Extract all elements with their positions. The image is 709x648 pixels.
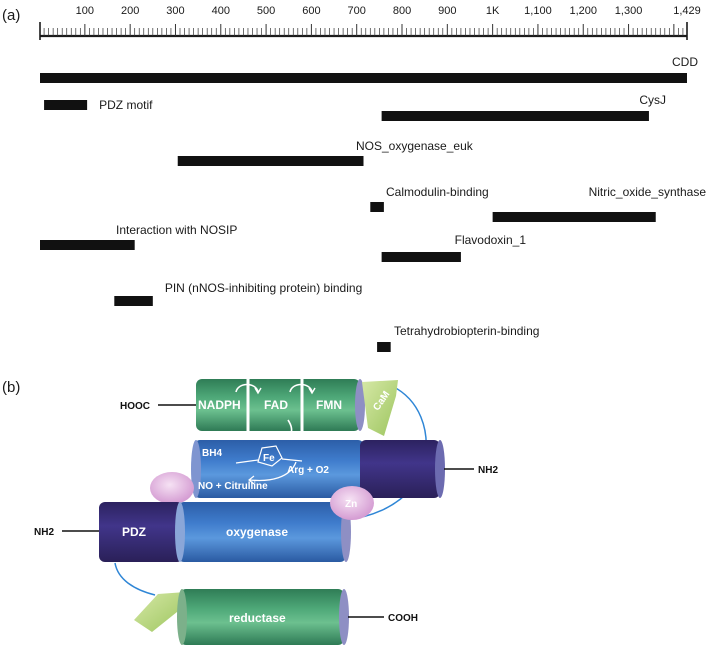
fad-label: FAD <box>264 398 288 412</box>
feature-bar <box>40 240 135 250</box>
pdz-top-cap <box>435 440 445 498</box>
hooc-label: HOOC <box>120 401 150 412</box>
ruler-tick-label: 300 <box>166 5 184 17</box>
heme-line-left <box>235 459 259 464</box>
bh4-label: BH4 <box>202 448 222 459</box>
linker-line-reductase <box>114 562 156 596</box>
ruler-tick-label: 800 <box>393 5 411 17</box>
nh2-top-label: NH2 <box>478 465 498 476</box>
reductase-bottom-left-cap <box>177 589 187 645</box>
feature-label: PDZ motif <box>99 98 153 112</box>
feature-label: Tetrahydrobiopterin-binding <box>394 324 539 338</box>
zn-ball-right <box>330 486 374 520</box>
feature-bar <box>114 296 153 306</box>
feature-bar <box>377 342 391 352</box>
fmn-label: FMN <box>316 398 342 412</box>
reductase-top-cylinder <box>196 379 360 431</box>
feature-bar <box>44 100 88 110</box>
arrow-head-1 <box>254 387 262 395</box>
fe-label: Fe <box>263 453 275 464</box>
nos-dimer-schematic: HOOC NADPH FAD FMN CaM NH2 BH4 Fe Arg + <box>34 379 498 645</box>
ruler-tick-label: 1,429 <box>673 5 701 17</box>
ruler-tick-label: 700 <box>348 5 366 17</box>
reductase-top-cap <box>355 379 365 431</box>
arrow-head-2 <box>308 387 316 395</box>
ruler-tick-label: 1,200 <box>569 5 597 17</box>
feature-label: Nitric_oxide_synthase <box>589 185 707 199</box>
oxygenase-top-left-cap <box>191 440 201 498</box>
ruler-tick-label: 600 <box>302 5 320 17</box>
oxygenase-bottom-left-cap <box>175 502 185 562</box>
panel-a-label: (a) <box>2 7 20 24</box>
ruler-tick-label: 400 <box>212 5 230 17</box>
calmodulin-shape-bottom <box>134 592 186 632</box>
heme-ring <box>257 445 283 467</box>
feature-label: Interaction with NOSIP <box>116 223 237 237</box>
feature-label: CDD <box>672 55 698 69</box>
no-citrulline-label: NO + Citrulline <box>198 481 268 492</box>
ruler-tick-label: 100 <box>76 5 94 17</box>
ruler-tick-label: 900 <box>438 5 456 17</box>
arrow-fad-fmn <box>289 383 313 393</box>
feature-label: Calmodulin-binding <box>386 185 489 199</box>
calmodulin-shape <box>362 380 398 436</box>
sequence-ruler: 100 200 300 400 500 600 700 800 900 1K 1,100 1,200 1… <box>39 5 701 40</box>
pdz-bottom-cylinder <box>99 502 183 562</box>
ruler-tick-label: 500 <box>257 5 275 17</box>
ruler-tick-label: 1K <box>486 5 500 17</box>
arg-o2-label: Arg + O2 <box>287 465 329 476</box>
feature-track: CDD PDZ motif CysJ NOS_oxygenase_eukCalmodu… <box>40 55 706 352</box>
ruler-tick-label: 200 <box>121 5 139 17</box>
nadph-label: NADPH <box>198 398 241 412</box>
zn-label: Zn <box>345 499 357 510</box>
ruler-tick-label: 1,300 <box>615 5 643 17</box>
feature-label: CysJ <box>639 93 666 107</box>
pdz-label: PDZ <box>122 525 146 539</box>
zn-ball-left <box>150 472 194 504</box>
feature-bar <box>370 202 384 212</box>
feature-label: NOS_oxygenase_euk <box>356 139 474 153</box>
cooh-label: COOH <box>388 613 418 624</box>
feature-bar <box>40 73 687 83</box>
feature-bar <box>177 156 364 166</box>
oxygenase-top-cylinder <box>194 440 364 498</box>
pdz-top-cylinder <box>360 440 440 498</box>
panel-b-label: (b) <box>2 379 20 396</box>
reductase-bottom-right-cap <box>339 589 349 645</box>
feature-bar <box>381 252 461 262</box>
feature-bar <box>381 111 649 121</box>
feature-label: PIN (nNOS-inhibiting protein) binding <box>165 281 362 295</box>
reaction-arrow-head <box>248 475 255 485</box>
arrow-nadph-fad <box>235 383 259 393</box>
reductase-bottom-cylinder <box>180 589 344 645</box>
reductase-label: reductase <box>229 611 286 625</box>
nh2-left-label: NH2 <box>34 527 54 538</box>
ruler-tick-label: 1,100 <box>524 5 552 17</box>
oxygenase-bottom-cylinder <box>178 502 346 562</box>
feature-label: Flavodoxin_1 <box>455 233 527 247</box>
heme-line-right <box>281 458 303 462</box>
feature-bar <box>492 212 656 222</box>
oxygenase-label: oxygenase <box>226 525 288 539</box>
reaction-arrow <box>249 461 297 482</box>
